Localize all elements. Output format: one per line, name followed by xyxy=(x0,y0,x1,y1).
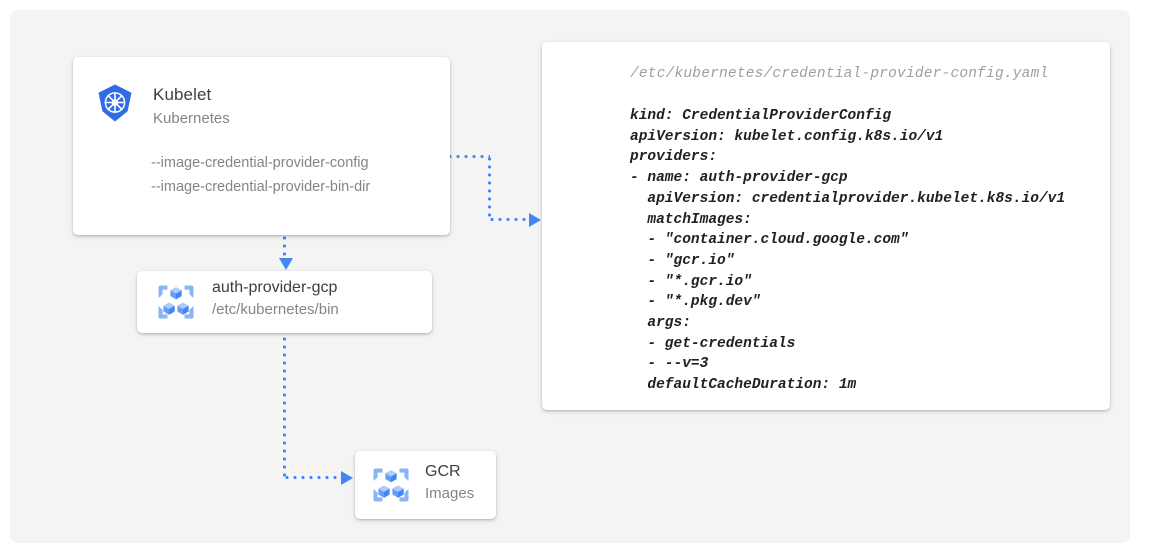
gcp-container-registry-icon xyxy=(154,284,198,320)
gcr-subtitle: Images xyxy=(425,485,475,502)
yaml-file-content: kind: CredentialProviderConfig apiVersio… xyxy=(630,108,1066,394)
connector-kubelet-to-authprovider-arrowhead-icon xyxy=(279,258,293,270)
diagram-canvas: Kubelet Kubernetes --image-credential-pr… xyxy=(10,10,1130,543)
connector-config-flag-horizontal-2 xyxy=(488,218,533,221)
gcp-container-registry-icon xyxy=(369,467,413,503)
gcr-title: GCR xyxy=(425,463,461,480)
kubelet-card[interactable]: Kubelet Kubernetes --image-credential-pr… xyxy=(73,57,450,235)
yaml-file-path: /etc/kubernetes/credential-provider-conf… xyxy=(630,66,1049,82)
connector-authprovider-to-gcr-vertical xyxy=(283,335,286,478)
kubelet-flag-config: --image-credential-provider-config xyxy=(151,155,369,171)
credential-provider-config-card[interactable]: /etc/kubernetes/credential-provider-conf… xyxy=(542,42,1110,410)
kubelet-subtitle: Kubernetes xyxy=(153,110,230,127)
connector-authprovider-to-gcr-horizontal xyxy=(283,476,343,479)
gcr-card[interactable]: GCR Images xyxy=(355,451,496,519)
connector-config-flag-arrowhead-icon xyxy=(529,213,541,227)
connector-kubelet-to-authprovider-line xyxy=(283,210,286,260)
kubelet-flags-list: --image-credential-provider-config --ima… xyxy=(151,151,370,199)
connector-config-flag-vertical xyxy=(488,155,491,220)
kubernetes-logo-icon xyxy=(95,83,135,123)
auth-provider-gcp-subtitle: /etc/kubernetes/bin xyxy=(212,301,339,318)
kubelet-title: Kubelet xyxy=(153,85,212,104)
kubelet-flag-bin-dir: --image-credential-provider-bin-dir xyxy=(151,179,371,195)
connector-config-flag-horizontal-1 xyxy=(414,155,490,158)
auth-provider-gcp-title: auth-provider-gcp xyxy=(212,279,338,296)
auth-provider-gcp-card[interactable]: auth-provider-gcp /etc/kubernetes/bin xyxy=(137,271,432,333)
connector-authprovider-to-gcr-arrowhead-icon xyxy=(341,471,353,485)
